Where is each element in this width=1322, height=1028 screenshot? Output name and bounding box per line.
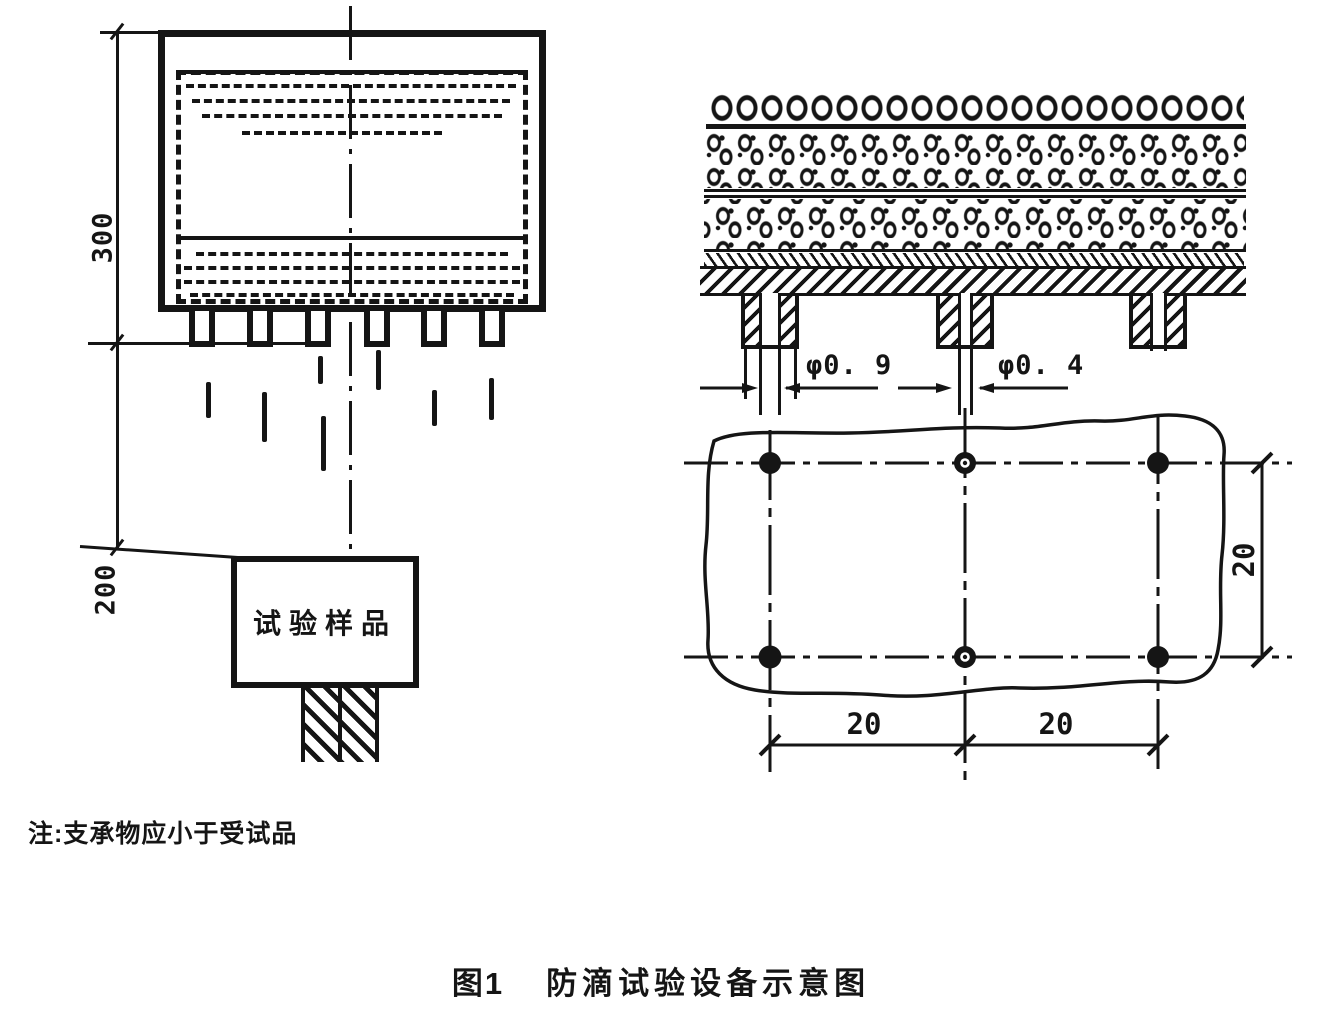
- water-tank-outer: [158, 30, 546, 312]
- section-layer-line: [706, 124, 1246, 129]
- water-drop: [376, 350, 381, 390]
- test-sample-label: 试验样品: [252, 608, 397, 639]
- nozzle-bore-wall: [1164, 293, 1167, 351]
- water-surface-hatch: [196, 252, 508, 256]
- dim-label-20-right: 20: [1039, 707, 1074, 741]
- nozzle-bore-wall: [958, 293, 961, 415]
- section-mesh-layer: [704, 253, 1244, 266]
- water-drop: [432, 390, 437, 426]
- dim-label-20-vertical: 20: [1227, 543, 1261, 578]
- water-drop: [321, 416, 326, 471]
- drip-nozzle: [247, 311, 273, 347]
- nozzle-bore: [1150, 293, 1167, 345]
- nozzle-bore-wall: [778, 293, 781, 415]
- drip-nozzle: [479, 311, 505, 347]
- nozzle-tube-wall: [744, 349, 747, 399]
- drip-nozzle: [305, 311, 331, 347]
- dim-label-20-left: 20: [847, 707, 882, 741]
- plan-hole: [1147, 452, 1169, 474]
- nozzle-bore: [759, 293, 781, 345]
- inner-vessel-rim: [181, 70, 523, 74]
- plan-hole: [759, 452, 781, 474]
- dim-label-phi09: φ0. 9: [806, 350, 893, 381]
- nozzle-bore: [958, 293, 973, 345]
- nozzle-tube-wall: [794, 349, 797, 399]
- dim-label-phi04: φ0. 4: [998, 350, 1085, 381]
- plan-hole: [758, 645, 782, 669]
- section-layer-line: [704, 249, 1246, 252]
- nozzle-bore-wall: [1150, 293, 1153, 351]
- water-level-line: [181, 236, 523, 240]
- extension-line-top: [100, 31, 162, 34]
- figure-caption: 图1 防滴试验设备示意图: [0, 958, 1322, 1003]
- figure-note: 注:支承物应小于受试品: [28, 820, 298, 848]
- water-drop: [489, 378, 494, 420]
- section-layer-line: [704, 195, 1246, 198]
- plan-plate-outline: [703, 413, 1226, 698]
- drip-nozzle: [421, 311, 447, 347]
- section-top-coil-layer: [710, 92, 1244, 125]
- sample-support-divider: [338, 688, 342, 762]
- dimension-line-vertical: [116, 31, 119, 549]
- test-sample-box: 试验样品: [231, 556, 419, 688]
- water-surface-hatch: [202, 114, 502, 118]
- section-layer-line: [704, 189, 1246, 192]
- nozzle-bore-wall: [970, 293, 973, 415]
- figure-number: 图1: [451, 966, 505, 1001]
- water-surface-hatch: [242, 131, 442, 135]
- water-drop: [206, 382, 211, 418]
- drip-nozzle: [364, 311, 390, 347]
- water-surface-hatch: [192, 99, 510, 103]
- drip-nozzle: [189, 311, 215, 347]
- figure-title: 防滴试验设备示意图: [546, 966, 871, 1001]
- water-surface-hatch: [184, 280, 520, 284]
- water-surface-hatch: [186, 84, 516, 88]
- section-gravel-layer-upper: [704, 131, 1246, 188]
- nozzle-bore-wall: [759, 293, 762, 415]
- plan-hole: [1147, 646, 1169, 668]
- water-drop: [262, 392, 267, 442]
- water-surface-hatch: [190, 293, 514, 297]
- water-surface-hatch: [184, 266, 520, 270]
- water-drop: [318, 356, 323, 384]
- section-gravel-layer-lower: [704, 199, 1246, 249]
